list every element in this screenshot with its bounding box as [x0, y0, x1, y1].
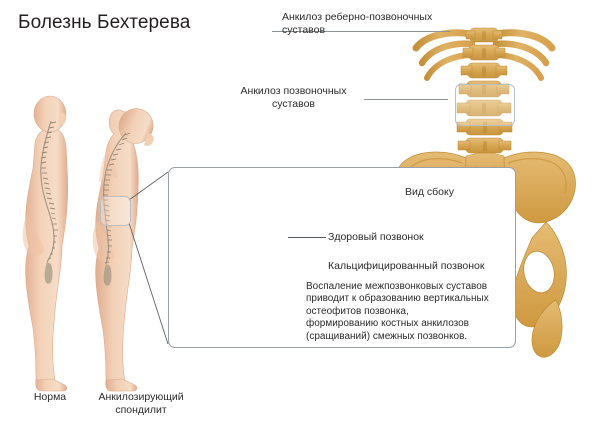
spine-normal — [40, 120, 58, 284]
zoom-connector-lines — [128, 171, 169, 345]
paragraph-line: (сращиваний) смежных позвонков. — [306, 330, 468, 342]
paragraph-line: остеофитов позвонка, — [306, 305, 409, 317]
inset-panel-side-view — [168, 167, 516, 348]
leader-line-healthy-vertebra — [288, 237, 326, 238]
ischium-right — [511, 221, 567, 328]
highlight-box-lower-back — [100, 196, 131, 226]
ischial-tuberosity-right — [531, 299, 563, 358]
figure-ankylosing — [92, 108, 154, 392]
figure-normal — [22, 95, 69, 392]
ribs-left — [412, 29, 476, 81]
paragraph-line: приводит к образованию вертикальных — [306, 293, 489, 305]
paragraph-line: Воспаление межпозвонковых суставов — [306, 281, 488, 292]
inset-title-side-view: Вид сбоку — [405, 186, 454, 198]
figure-caption-ankylosing-spondylitis: Анкилозирующий спондилит — [98, 391, 184, 416]
label-healthy-vertebra: Здоровый позвонок — [328, 231, 424, 243]
label-calcified-vertebra: Кальцифицированный позвонок — [328, 260, 485, 272]
callout-label-costovertebral: Анкилоз реберно-позвоночных суставов — [282, 11, 433, 36]
leader-line-vertebral-horizontal — [364, 99, 448, 100]
leader-line-costovertebral — [272, 31, 450, 32]
callout-label-vertebral-joints: Анкилоз позвоночных суставов — [240, 85, 347, 110]
figure-caption-normal: Норма — [33, 391, 67, 403]
inset-description-paragraph: Воспаление межпозвонковых суставов приво… — [306, 281, 514, 343]
obturator-foramen-right — [523, 251, 555, 293]
highlight-box-spine — [455, 84, 515, 126]
ribs-right — [492, 29, 556, 81]
page-title: Болезнь Бехтерева — [18, 12, 191, 33]
paragraph-line: формированию костных анкилозов — [306, 318, 469, 330]
